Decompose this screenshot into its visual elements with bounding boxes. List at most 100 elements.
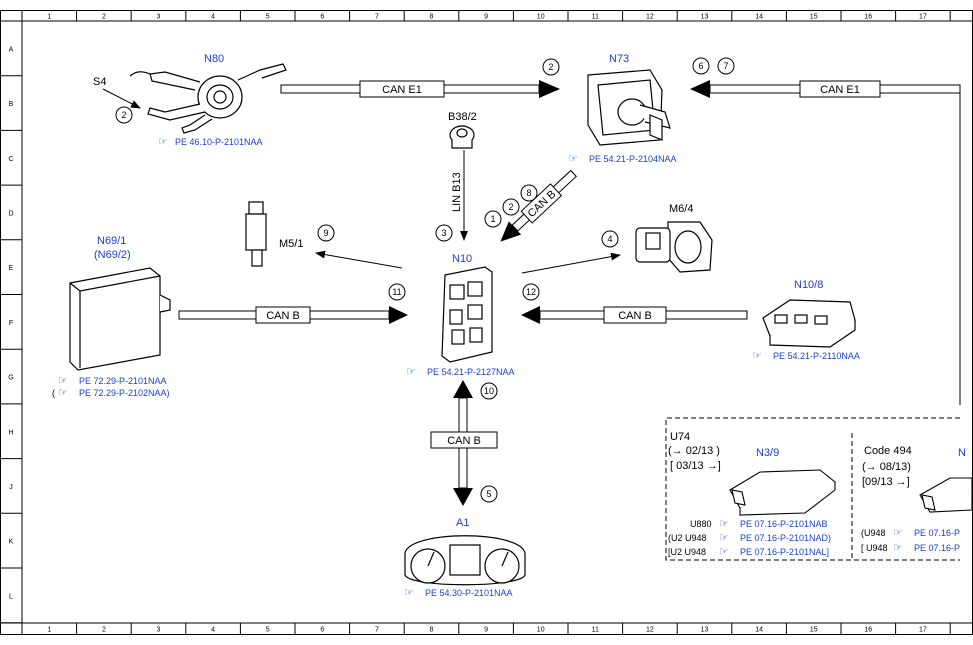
code-494-date-2: [09/13 →]	[862, 476, 910, 488]
callout-8: 8	[526, 188, 531, 198]
ref-pointer-icon: ☞	[58, 375, 68, 387]
grid-column-label: 9	[484, 627, 488, 634]
grid-column-label: 14	[755, 627, 763, 634]
a1-label: A1	[456, 517, 469, 529]
n69-1-component[interactable]: N69/1 (N69/2) ☞ PE 72.29-P-2101NAA ( ☞ P…	[52, 235, 171, 399]
n73-component[interactable]: N73 ☞ PE 54.21-P-2104NAA	[568, 53, 677, 165]
n73-ref-link[interactable]: PE 54.21-P-2104NAA	[589, 154, 677, 164]
can-b-vertical-bus: CAN B	[430, 380, 498, 506]
grid-column-label: 3	[157, 14, 161, 21]
m5-1-component[interactable]: M5/1	[245, 201, 303, 267]
grid-row-label: D	[8, 210, 13, 217]
b38-2-component[interactable]: B38/2 LIN B13	[448, 111, 477, 241]
n80-component[interactable]: N80 S4 2 ☞ PE 46.10-P-2101NAA	[93, 53, 287, 148]
n10-8-label: N10/8	[794, 279, 823, 291]
grid-column-label: 2	[102, 627, 106, 634]
n80-ref-link[interactable]: PE 46.10-P-2101NAA	[175, 137, 263, 147]
n80-label: N80	[204, 53, 224, 65]
m5-1-label: M5/1	[279, 238, 303, 250]
b38-2-label: B38/2	[448, 111, 477, 123]
grid-column-label: 11	[592, 627, 599, 634]
grid-column-label: 2	[102, 14, 106, 21]
u74-date-1: (→ 02/13 )	[668, 445, 720, 457]
grid-column-label: 8	[430, 14, 434, 21]
row-prefix: U880	[690, 519, 712, 529]
grid-column-label: 4	[211, 627, 215, 634]
n10-8-ref-link[interactable]: PE 54.21-P-2110NAA	[773, 351, 860, 361]
grid-column-label: 13	[701, 14, 709, 21]
ref-pointer-icon: ☞	[719, 518, 729, 530]
grid-column-label: 17	[919, 627, 927, 634]
n-label: N	[958, 447, 966, 459]
can-e1-top-label: CAN E1	[382, 84, 422, 96]
callout-6: 6	[698, 61, 703, 71]
grid-column-label: 8	[430, 627, 434, 634]
grid-column-label: 15	[810, 627, 818, 634]
grid-column-label: 13	[701, 627, 709, 634]
callout-2c: 2	[508, 202, 513, 212]
callout-1: 1	[490, 214, 495, 224]
callout-5: 5	[486, 489, 491, 499]
ref-pointer-icon: ☞	[568, 153, 578, 165]
a1-ref-link[interactable]: PE 54.30-P-2101NAA	[425, 588, 513, 598]
grid-column-label: 9	[484, 14, 488, 21]
n10-ref-link[interactable]: PE 54.21-P-2127NAA	[427, 367, 515, 377]
grid-column-label: 4	[211, 14, 215, 21]
lin-b13-label: LIN B13	[451, 172, 463, 212]
grid-column-label: 6	[320, 627, 324, 634]
n69-1-ref-link[interactable]: PE 72.29-P-2101NAA	[79, 376, 167, 386]
ref-link[interactable]: PE 07.16-P-2101NAL]	[740, 547, 829, 557]
callout-3: 3	[441, 228, 446, 238]
ref-link[interactable]: PE 07.16-P-2101NAB	[740, 519, 828, 529]
n69-2-label: (N69/2)	[94, 249, 131, 261]
n10-8-component[interactable]: N10/8 ☞ PE 54.21-P-2110NAA	[752, 279, 860, 362]
callout-7: 7	[723, 61, 728, 71]
n10-component[interactable]: N10 ☞ PE 54.21-P-2127NAA	[406, 253, 515, 378]
can-b-left-bus: CAN B	[178, 306, 408, 324]
grid-row-label: F	[9, 320, 13, 327]
can-b-right-label: CAN B	[618, 310, 652, 322]
ref-link[interactable]: PE 07.16-P	[914, 528, 960, 538]
grid-column-label: 1	[47, 627, 51, 634]
grid-column-label: 3	[157, 627, 161, 634]
code-494-label: Code 494	[864, 445, 912, 457]
grid-column-label: 12	[646, 14, 654, 21]
a1-component[interactable]: A1 ☞ PE 54.30-P-2101NAA	[404, 517, 526, 599]
ref-paren: (	[52, 388, 55, 398]
n69-2-ref-link[interactable]: PE 72.29-P-2102NAA)	[79, 388, 170, 398]
grid-row-label: L	[9, 593, 13, 600]
callout-12: 12	[526, 287, 536, 297]
grid-row-label: C	[8, 156, 13, 163]
grid-column-label: 5	[266, 627, 270, 634]
ref-pointer-icon: ☞	[752, 350, 762, 362]
ecu-shape-partial	[919, 477, 973, 513]
grid-column-label: 15	[810, 14, 818, 21]
grid-column-label: 16	[864, 627, 872, 634]
grid-row-label: E	[9, 265, 14, 272]
callout-11: 11	[392, 287, 401, 297]
n73-label: N73	[609, 53, 629, 65]
ref-pointer-icon: ☞	[158, 136, 168, 148]
grid-column-label: 11	[592, 14, 599, 21]
callout-2: 2	[121, 110, 126, 120]
grid-column-label: 17	[919, 14, 927, 21]
grid-column-label: 5	[266, 14, 270, 21]
grid-column-label: 10	[537, 14, 545, 21]
ref-link[interactable]: PE 07.16-P-2101NAD)	[740, 533, 831, 543]
grid-column-label: 16	[864, 14, 872, 21]
grid-column-label: 1	[47, 14, 51, 21]
code-494-date-1: (→ 08/13)	[862, 461, 911, 473]
ref-pointer-icon: ☞	[719, 546, 729, 558]
can-b-vertical-label: CAN B	[447, 435, 481, 447]
u74-date-2: [ 03/13 →]	[670, 460, 721, 472]
grid-row-label: K	[9, 539, 14, 546]
ref-link[interactable]: PE 07.16-P	[914, 543, 960, 553]
callout-2b: 2	[548, 62, 553, 72]
n3-9-label: N3/9	[756, 447, 779, 459]
n69-1-label: N69/1	[97, 235, 126, 247]
ref-pointer-icon: ☞	[893, 542, 903, 554]
grid-column-label: 7	[375, 14, 379, 21]
m6-4-component[interactable]: M6/4	[635, 203, 713, 273]
m6-4-label: M6/4	[669, 203, 693, 215]
